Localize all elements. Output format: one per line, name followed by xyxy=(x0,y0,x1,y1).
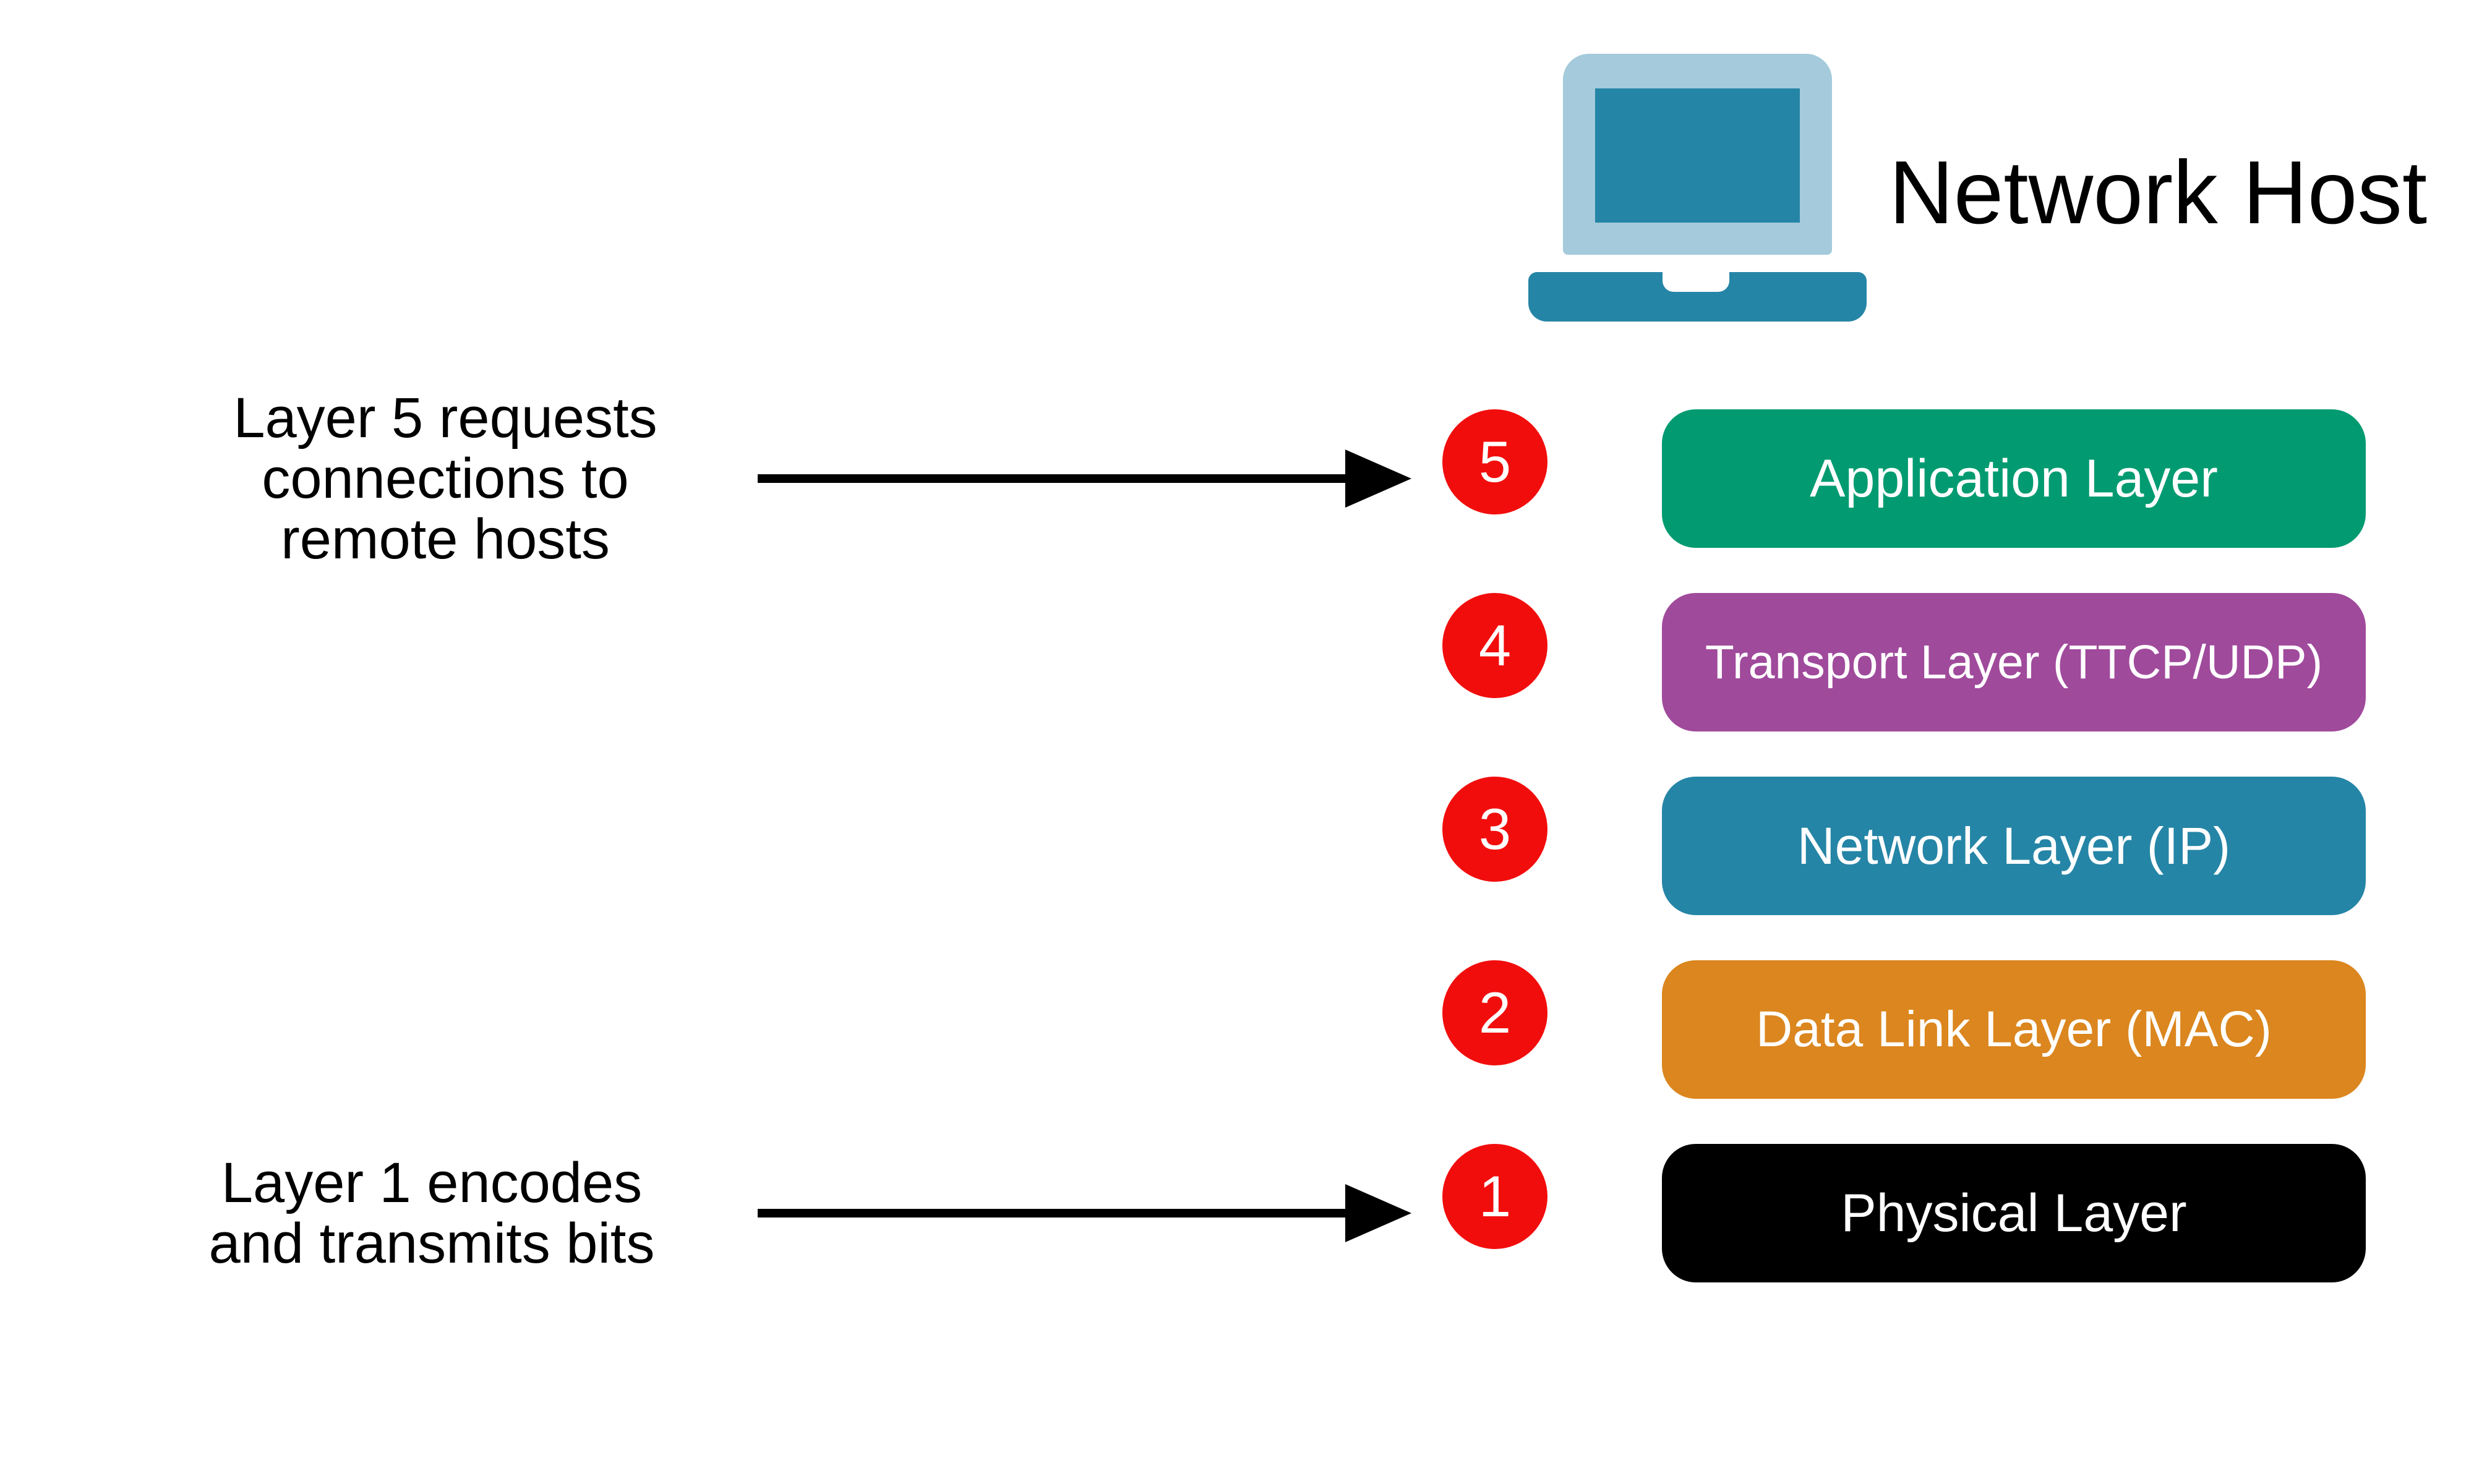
arrow-head-icon xyxy=(1345,450,1411,508)
annotation-line: and transmits bits xyxy=(208,1212,655,1275)
layer-number: 5 xyxy=(1478,429,1512,494)
arrow-shaft xyxy=(758,1209,1345,1217)
layer-box-application: Application Layer xyxy=(1662,409,2366,548)
layer-label: Data Link Layer (MAC) xyxy=(1756,1001,2272,1057)
layer-number-badge: 2 xyxy=(1442,960,1547,1065)
annotation-layer5: Layer 5 requests connections to remote h… xyxy=(105,388,785,569)
diagram-title: Network Host xyxy=(1889,142,2428,242)
layer-box-network: Network Layer (IP) xyxy=(1662,777,2366,915)
layer-number: 3 xyxy=(1478,796,1512,861)
annotation-line: remote hosts xyxy=(281,508,610,571)
layer-label: Physical Layer xyxy=(1841,1183,2187,1243)
arrow-shaft xyxy=(758,474,1345,483)
layer-number: 2 xyxy=(1478,980,1512,1045)
arrow-head-icon xyxy=(1345,1184,1411,1242)
laptop-notch xyxy=(1663,272,1729,292)
annotation-layer1: Layer 1 encodes and transmits bits xyxy=(92,1153,772,1274)
annotation-line: Layer 5 requests xyxy=(233,386,657,450)
layer-number-badge: 1 xyxy=(1442,1144,1547,1249)
layer-number: 4 xyxy=(1478,613,1512,678)
layer-number: 1 xyxy=(1478,1164,1512,1229)
layer-label: Transport Layer (TTCP/UDP) xyxy=(1705,635,2323,689)
layer-box-datalink: Data Link Layer (MAC) xyxy=(1662,960,2366,1099)
layer-number-badge: 3 xyxy=(1442,777,1547,882)
annotation-line: Layer 1 encodes xyxy=(221,1151,643,1214)
layer-number-badge: 5 xyxy=(1442,409,1547,514)
layer-label: Application Layer xyxy=(1810,448,2218,508)
layer-box-transport: Transport Layer (TTCP/UDP) xyxy=(1662,593,2366,731)
annotation-line: connections to xyxy=(262,447,629,510)
layer-box-physical: Physical Layer xyxy=(1662,1144,2366,1282)
laptop-screen xyxy=(1595,88,1800,223)
layer-label: Network Layer (IP) xyxy=(1797,816,2231,875)
layer-number-badge: 4 xyxy=(1442,593,1547,698)
